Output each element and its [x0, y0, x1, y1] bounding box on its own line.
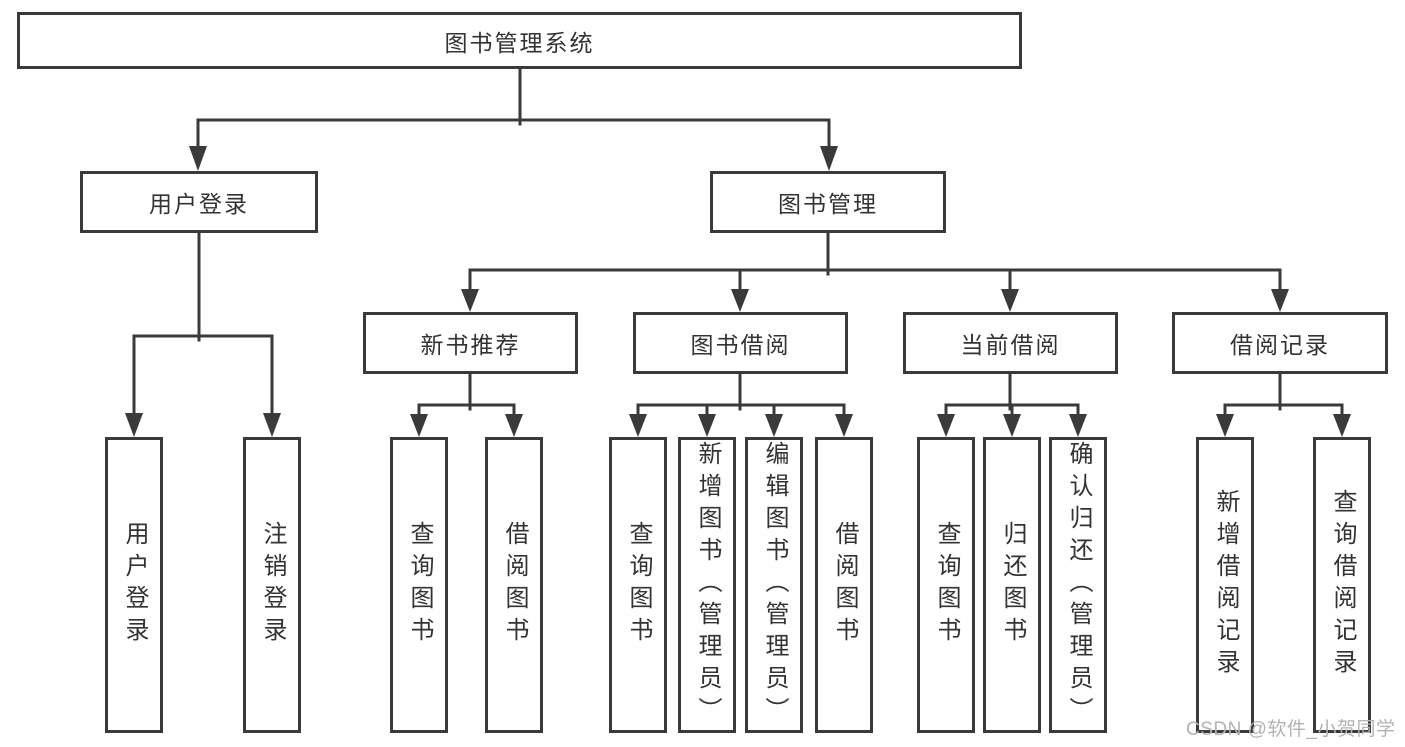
- node-new-book-recommend-label: 新书推荐: [420, 332, 521, 358]
- leaf-borrow-book-recommend: 借阅图书: [485, 437, 543, 733]
- node-root-label: 图书管理系统: [444, 29, 595, 56]
- leaf-confirm-return-admin-label: 确认归还（管理员）: [1065, 441, 1092, 729]
- leaf-query-book-borrow-label: 查询图书: [625, 521, 652, 649]
- leaf-query-borrow-record: 查询借阅记录: [1313, 437, 1371, 733]
- node-new-book-recommend: 新书推荐: [363, 312, 578, 374]
- leaf-logout-label: 注销登录: [259, 521, 286, 649]
- node-book-borrow-label: 图书借阅: [690, 332, 791, 358]
- leaf-borrow-book-recommend-label: 借阅图书: [501, 521, 528, 649]
- node-user-login-label: 用户登录: [149, 191, 249, 217]
- node-current-borrow: 当前借阅: [903, 312, 1118, 374]
- node-borrow-records-label: 借阅记录: [1230, 332, 1330, 358]
- node-book-management: 图书管理: [710, 171, 946, 233]
- leaf-query-book-current-label: 查询图书: [933, 521, 960, 649]
- leaf-query-book-current: 查询图书: [917, 437, 975, 733]
- leaf-query-book-recommend-label: 查询图书: [406, 521, 433, 649]
- node-borrow-records: 借阅记录: [1172, 312, 1388, 374]
- leaf-add-borrow-record: 新增借阅记录: [1196, 437, 1254, 733]
- leaf-user-login-label: 用户登录: [121, 521, 148, 649]
- node-book-management-label: 图书管理: [778, 191, 878, 217]
- leaf-query-borrow-record-label: 查询借阅记录: [1329, 489, 1356, 681]
- leaf-confirm-return-admin: 确认归还（管理员）: [1049, 437, 1107, 733]
- leaf-return-book-label: 归还图书: [999, 521, 1026, 649]
- node-current-borrow-label: 当前借阅: [960, 332, 1061, 358]
- csdn-watermark: CSDN @软件_小贺同学: [1186, 719, 1396, 740]
- leaf-logout: 注销登录: [243, 437, 301, 733]
- leaf-add-book-admin-label: 新增图书（管理员）: [694, 441, 721, 729]
- leaf-add-borrow-record-label: 新增借阅记录: [1212, 489, 1239, 681]
- leaf-return-book: 归还图书: [983, 437, 1041, 733]
- node-root: 图书管理系统: [17, 12, 1022, 69]
- leaf-user-login: 用户登录: [105, 437, 163, 733]
- leaf-query-book-borrow: 查询图书: [609, 437, 667, 733]
- leaf-borrow-book-borrow: 借阅图书: [815, 437, 873, 733]
- leaf-borrow-book-borrow-label: 借阅图书: [831, 521, 858, 649]
- leaf-edit-book-admin: 编辑图书（管理员）: [745, 437, 803, 733]
- leaf-query-book-recommend: 查询图书: [390, 437, 448, 733]
- node-user-login: 用户登录: [80, 171, 318, 233]
- leaf-add-book-admin: 新增图书（管理员）: [678, 437, 736, 733]
- node-book-borrow: 图书借阅: [633, 312, 848, 374]
- leaf-edit-book-admin-label: 编辑图书（管理员）: [761, 441, 788, 729]
